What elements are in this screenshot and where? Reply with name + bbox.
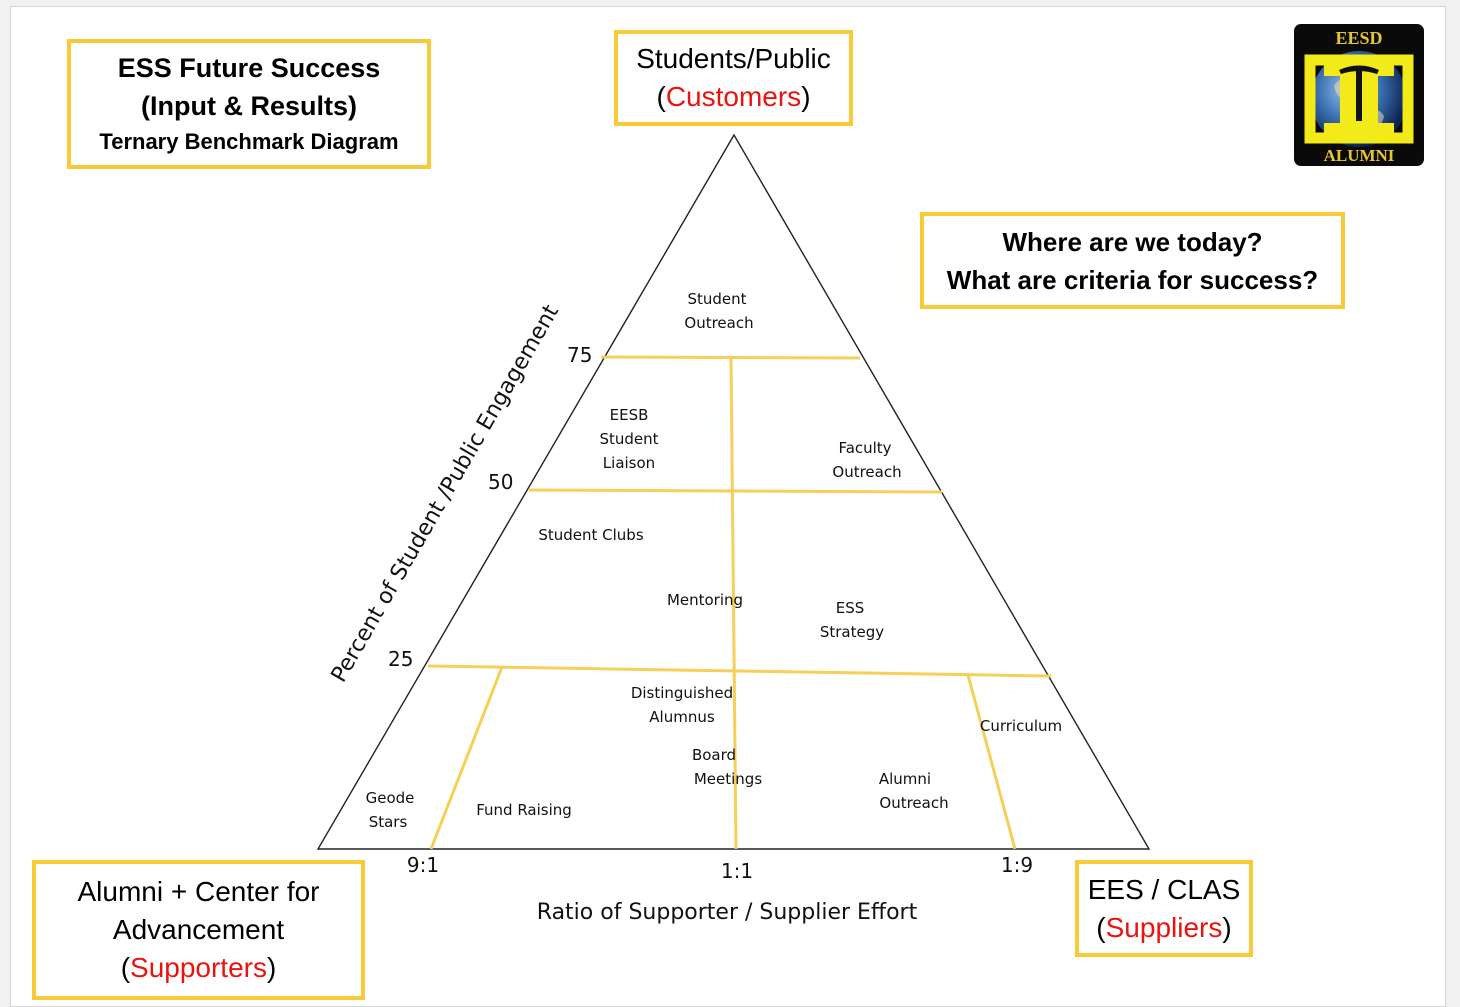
customers-line-2: (Customers) (656, 81, 811, 112)
suppliers-line-1: EES / CLAS (1087, 873, 1241, 905)
customers-box: Students/Public (Customers) (614, 30, 853, 126)
supporters-box: Alumni + Center for Advancement (Support… (32, 860, 365, 1000)
question-box: Where are we today? What are criteria fo… (920, 212, 1345, 309)
supporters-label: Supporters (130, 952, 267, 983)
logo-bottom-text: ALUMNI (1324, 146, 1395, 165)
title-line-2: (Input & Results) (141, 91, 357, 121)
title-box: ESS Future Success (Input & Results) Ter… (67, 39, 431, 169)
question-line-1: Where are we today? (1002, 226, 1263, 257)
customers-line-1: Students/Public (636, 43, 831, 74)
eesd-alumni-logo: EESD ALUMNI (1294, 24, 1424, 166)
supporters-line-1: Alumni + Center for (77, 876, 320, 907)
supporters-line-2: Advancement (112, 914, 285, 945)
suppliers-box: EES / CLAS (Suppliers) (1075, 860, 1253, 957)
pickaxe-icon (1339, 65, 1379, 74)
question-line-2: What are criteria for success? (946, 264, 1319, 295)
title-line-3: Ternary Benchmark Diagram (99, 129, 399, 154)
title-line-1: ESS Future Success (117, 53, 381, 83)
supporters-line-3: (Supporters) (120, 952, 277, 983)
suppliers-label: Suppliers (1105, 911, 1223, 943)
logo-top-text: EESD (1335, 28, 1382, 48)
suppliers-line-2: (Suppliers) (1096, 911, 1232, 943)
customers-label: Customers (665, 81, 802, 112)
